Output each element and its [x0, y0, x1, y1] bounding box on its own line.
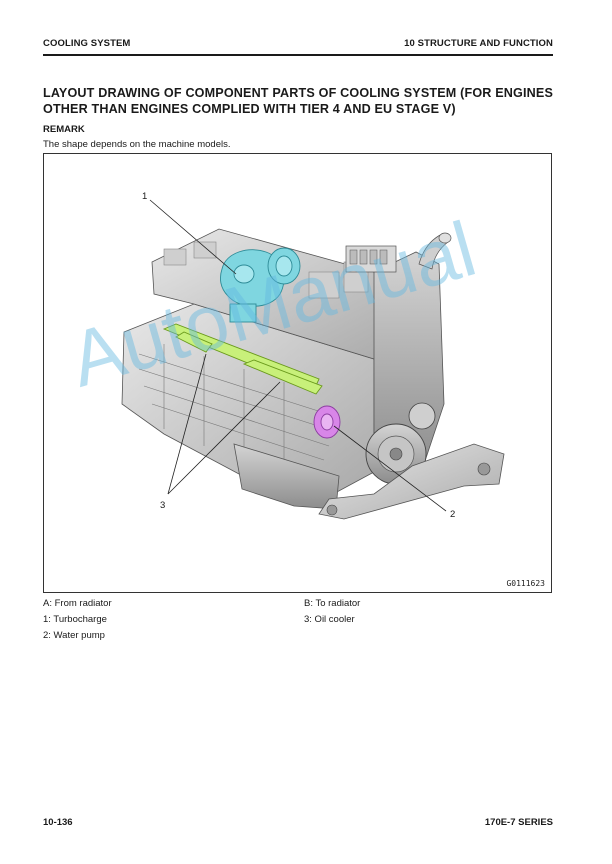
- remark-text: The shape depends on the machine models.: [43, 139, 231, 150]
- engine-figure: 1 3 2 G0111623: [43, 153, 552, 593]
- engine-mount: [318, 443, 505, 520]
- callout-2: 2: [450, 509, 456, 520]
- page-number: 10-136: [43, 817, 73, 828]
- page-footer: 10-136 170E-7 SERIES: [43, 817, 553, 831]
- series-label: 170E-7 SERIES: [484, 817, 553, 828]
- water-pump: [313, 405, 341, 439]
- figure-code: G0111623: [506, 579, 545, 588]
- legend-1: 1: Turbocharge: [43, 614, 107, 625]
- legend-a: A: From radiator: [43, 598, 112, 609]
- legend-2: 2: Water pump: [43, 630, 105, 641]
- oil-pan: [233, 443, 340, 510]
- chapter-title: 10 STRUCTURE AND FUNCTION: [404, 38, 553, 49]
- remark-label: REMARK: [43, 124, 85, 135]
- callout-3: 3: [160, 500, 166, 511]
- page-header: COOLING SYSTEM 10 STRUCTURE AND FUNCTION: [43, 38, 553, 56]
- page-title: LAYOUT DRAWING OF COMPONENT PARTS OF COO…: [43, 86, 553, 116]
- oil-cooler: [162, 323, 323, 395]
- turbocharger: [220, 247, 301, 323]
- legend-b: B: To radiator: [304, 598, 361, 609]
- fan-pulley: [408, 402, 436, 430]
- legend-3: 3: Oil cooler: [304, 614, 355, 625]
- engine-illustration: [121, 199, 505, 520]
- callout-1: 1: [142, 191, 148, 202]
- section-title: COOLING SYSTEM: [43, 38, 131, 49]
